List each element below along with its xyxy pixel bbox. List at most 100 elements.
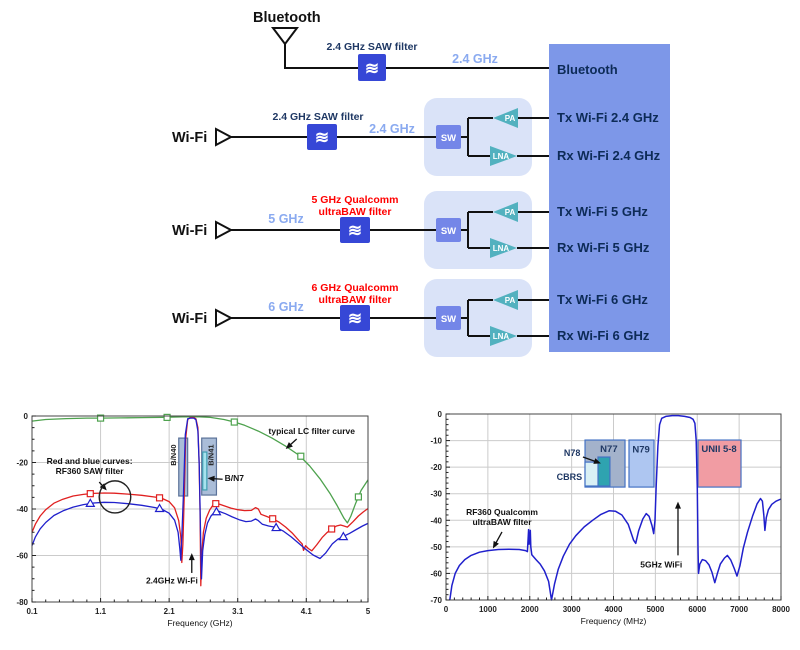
svg-text:-60: -60 bbox=[16, 552, 28, 561]
bluetooth-antenna-icon bbox=[271, 27, 299, 46]
svg-text:-40: -40 bbox=[16, 505, 28, 514]
svg-text:B/N41: B/N41 bbox=[207, 444, 216, 465]
wifi-antenna-icon bbox=[215, 220, 234, 240]
svg-text:0: 0 bbox=[24, 412, 29, 421]
wifi-6-filter-label-line2: ultraBAW filter bbox=[319, 294, 392, 306]
svg-text:2000: 2000 bbox=[521, 605, 539, 614]
svg-text:3.1: 3.1 bbox=[232, 607, 244, 616]
wifi-6-chain: Wi-Fi 6 GHz Qualcomm ultraBAW filter ≋ 6… bbox=[172, 279, 549, 357]
wifi-5-filter-label-line1: 5 GHz Qualcomm bbox=[312, 194, 399, 206]
svg-text:2.4GHz Wi-Fi: 2.4GHz Wi-Fi bbox=[146, 575, 198, 585]
bluetooth-wire bbox=[284, 44, 549, 69]
lna-label: LNA bbox=[493, 152, 510, 161]
port-rx-wifi-24: Rx Wi-Fi 2.4 GHz bbox=[557, 148, 661, 163]
switch-box bbox=[436, 306, 461, 330]
wifi-6-filter-label-line1: 6 GHz Qualcomm bbox=[312, 282, 399, 294]
svg-text:5000: 5000 bbox=[646, 605, 664, 614]
svg-text:-30: -30 bbox=[430, 490, 442, 499]
wifi-antenna-icon bbox=[215, 308, 234, 328]
filter-wave-icon: ≋ bbox=[365, 59, 379, 78]
lna-amp-icon bbox=[490, 326, 517, 346]
wifi-antenna-label: Wi-Fi bbox=[172, 223, 207, 239]
switch-box bbox=[436, 125, 461, 149]
pa-label: PA bbox=[505, 114, 516, 123]
switch-label: SW bbox=[441, 314, 456, 325]
svg-text:UNII 5-8: UNII 5-8 bbox=[701, 444, 736, 455]
svg-text:0: 0 bbox=[444, 605, 449, 614]
svg-text:N79: N79 bbox=[632, 445, 649, 456]
svg-text:N77: N77 bbox=[600, 444, 617, 455]
port-rx-wifi-6: Rx Wi-Fi 6 GHz bbox=[557, 328, 650, 343]
svg-text:-70: -70 bbox=[430, 596, 442, 605]
lna-label: LNA bbox=[493, 332, 510, 341]
bluetooth-antenna-label: Bluetooth bbox=[253, 10, 321, 26]
svg-text:Red and blue curves:RF360 SAW: Red and blue curves:RF360 SAW filter bbox=[47, 456, 133, 476]
switch-box bbox=[436, 218, 461, 242]
svg-text:-80: -80 bbox=[16, 598, 28, 607]
svg-text:8000: 8000 bbox=[772, 605, 790, 614]
lna-amp-icon bbox=[490, 238, 517, 258]
switch-label: SW bbox=[441, 226, 456, 237]
svg-text:2.1: 2.1 bbox=[164, 607, 176, 616]
wifi-antenna-label: Wi-Fi bbox=[172, 311, 207, 327]
svg-text:6000: 6000 bbox=[688, 605, 706, 614]
filter-wave-icon: ≋ bbox=[348, 309, 362, 328]
bt-filter-label: 2.4 GHz SAW filter bbox=[326, 41, 417, 53]
filter-wave-icon: ≋ bbox=[315, 128, 329, 147]
svg-text:5GHz WiFi: 5GHz WiFi bbox=[640, 560, 682, 570]
svg-text:-20: -20 bbox=[430, 463, 442, 472]
svg-text:7000: 7000 bbox=[730, 605, 748, 614]
svg-text:Frequency (GHz): Frequency (GHz) bbox=[167, 618, 232, 628]
pa-label: PA bbox=[505, 208, 516, 217]
svg-text:B/N7: B/N7 bbox=[225, 473, 245, 483]
port-rx-wifi-5: Rx Wi-Fi 5 GHz bbox=[557, 240, 650, 255]
switch-label: SW bbox=[441, 133, 456, 144]
wifi-24-freq-label: 2.4 GHz bbox=[369, 122, 415, 136]
port-tx-wifi-6: Tx Wi-Fi 6 GHz bbox=[557, 292, 648, 307]
transceiver-block: Bluetooth Tx Wi-Fi 2.4 GHz Rx Wi-Fi 2.4 … bbox=[549, 44, 670, 352]
filter-wave-icon: ≋ bbox=[348, 221, 362, 240]
svg-text:0: 0 bbox=[438, 410, 443, 419]
pa-amp-icon bbox=[493, 108, 518, 128]
wifi-antenna-label: Wi-Fi bbox=[172, 130, 207, 146]
svg-text:4.1: 4.1 bbox=[301, 607, 313, 616]
lna-amp-icon bbox=[490, 146, 517, 166]
port-tx-wifi-5: Tx Wi-Fi 5 GHz bbox=[557, 204, 648, 219]
wifi-5-freq-label: 5 GHz bbox=[268, 212, 303, 226]
pa-amp-icon bbox=[493, 290, 518, 310]
svg-text:-50: -50 bbox=[430, 543, 442, 552]
svg-text:-60: -60 bbox=[430, 569, 442, 578]
lna-label: LNA bbox=[493, 244, 510, 253]
svg-text:-40: -40 bbox=[430, 516, 442, 525]
saw-filter-box bbox=[358, 54, 386, 81]
svg-text:Frequency (MHz): Frequency (MHz) bbox=[581, 616, 647, 626]
wifi-24-wire bbox=[231, 117, 549, 157]
transceiver-box bbox=[549, 44, 670, 352]
ultrabaw-filter-box bbox=[340, 305, 370, 331]
wifi-6-freq-label: 6 GHz bbox=[268, 300, 303, 314]
ultrabaw-filter-response-chart: 0 1000 2000 3000 4000 5000 6000 7000 8000 0 -10 -20… bbox=[430, 410, 790, 626]
wifi-antenna-icon bbox=[215, 127, 234, 147]
svg-text:B/N40: B/N40 bbox=[169, 444, 178, 465]
svg-text:1000: 1000 bbox=[479, 605, 497, 614]
wifi-6-wire bbox=[231, 299, 549, 337]
svg-text:3000: 3000 bbox=[563, 605, 581, 614]
wifi-24-chain: Wi-Fi 2.4 GHz SAW filter ≋ 2.4 GHz SW PA… bbox=[172, 98, 549, 176]
ultrabaw-filter-box bbox=[340, 217, 370, 243]
wifi-5-chain: Wi-Fi 5 GHz Qualcomm ultraBAW filter ≋ 5… bbox=[172, 191, 549, 269]
svg-text:4000: 4000 bbox=[605, 605, 623, 614]
svg-text:5: 5 bbox=[366, 607, 371, 616]
rf-frontend-diagram: Bluetooth Tx Wi-Fi 2.4 GHz Rx Wi-Fi 2.4 … bbox=[172, 10, 670, 357]
wifi-5-filter-label-line2: ultraBAW filter bbox=[319, 206, 392, 218]
svg-text:1.1: 1.1 bbox=[95, 607, 107, 616]
svg-text:CBRS: CBRS bbox=[557, 472, 583, 482]
svg-text:N78: N78 bbox=[564, 448, 581, 458]
port-bluetooth: Bluetooth bbox=[557, 62, 618, 77]
wifi-5-wire bbox=[231, 211, 549, 249]
bt-freq-label: 2.4 GHz bbox=[452, 52, 498, 66]
svg-text:-10: -10 bbox=[430, 437, 442, 446]
pa-amp-icon bbox=[493, 202, 518, 222]
